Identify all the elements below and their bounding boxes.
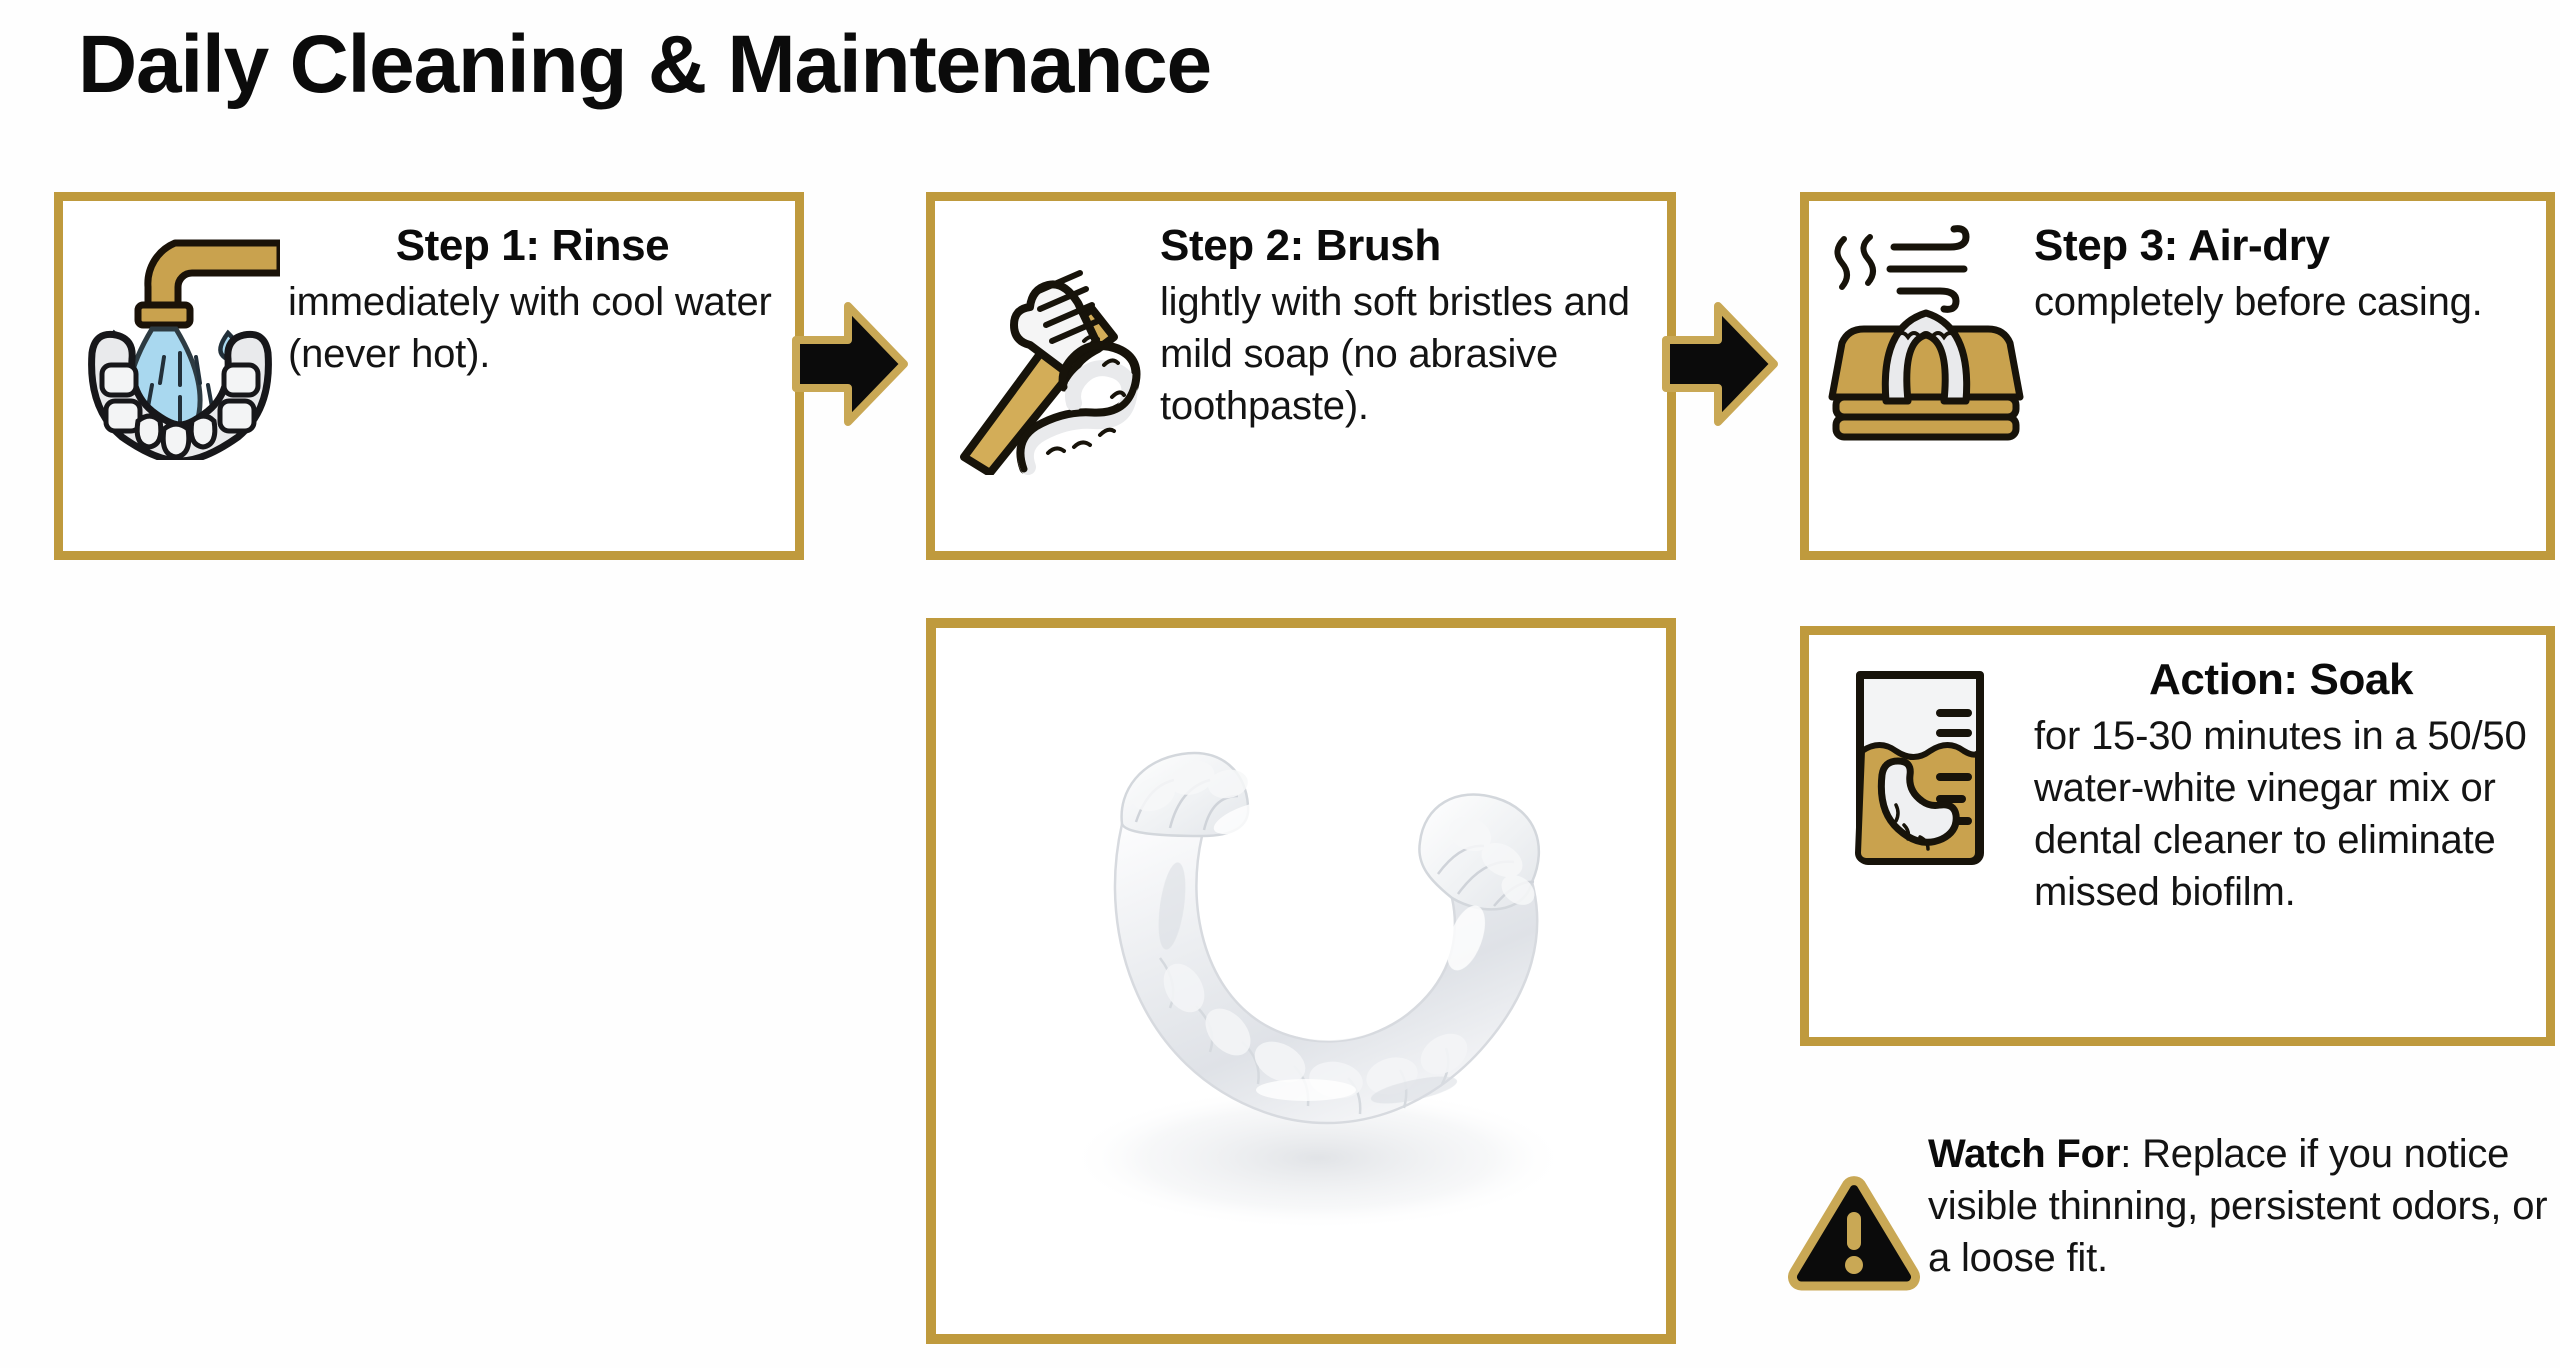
card-step-3-air-dry: Step 3: Air-dry completely before casing… — [1800, 192, 2555, 560]
arrow-right-icon — [790, 300, 910, 428]
soak-body: for 15-30 minutes in a 50/50 water-white… — [2034, 714, 2527, 915]
watch-for-body: Replace if you notice visible thinning, … — [1928, 1132, 2548, 1280]
arrow-right-icon — [1660, 300, 1780, 428]
page-title: Daily Cleaning & Maintenance — [78, 19, 1212, 110]
watch-for-separator: : — [2120, 1132, 2143, 1176]
warning-triangle-icon — [1788, 1128, 1920, 1299]
watch-for-text: Watch For: Replace if you notice visible… — [1920, 1128, 2558, 1284]
beaker-soak-icon — [1823, 653, 2028, 889]
product-photo-card — [926, 618, 1676, 1344]
card-step-1-rinse: Step 1: Rinse immediately with cool wate… — [54, 192, 804, 560]
air-dry-towel-icon — [1823, 219, 2028, 460]
card-action-soak: Action: Soak for 15-30 minutes in a 50/5… — [1800, 626, 2555, 1046]
card-step-2-brush: Step 2: Brush lightly with soft bristles… — [926, 192, 1676, 560]
clear-mouthguard-photo — [946, 638, 1656, 1324]
toothbrush-icon — [949, 219, 1154, 475]
step-1-body: immediately with cool water (never hot). — [288, 280, 772, 377]
watch-for-warning: Watch For: Replace if you notice visible… — [1788, 1128, 2558, 1358]
soak-heading: Action: Soak — [2148, 655, 2414, 704]
step-3-body: completely before casing. — [2034, 280, 2483, 325]
step-1-heading: Step 1: Rinse — [395, 221, 670, 270]
step-2-heading: Step 2: Brush — [1160, 221, 1441, 270]
faucet-rinse-icon — [77, 219, 282, 460]
step-3-heading: Step 3: Air-dry — [2034, 221, 2330, 270]
watch-for-label: Watch For — [1928, 1132, 2121, 1176]
step-2-body: lightly with soft bristles and mild soap… — [1160, 280, 1630, 429]
